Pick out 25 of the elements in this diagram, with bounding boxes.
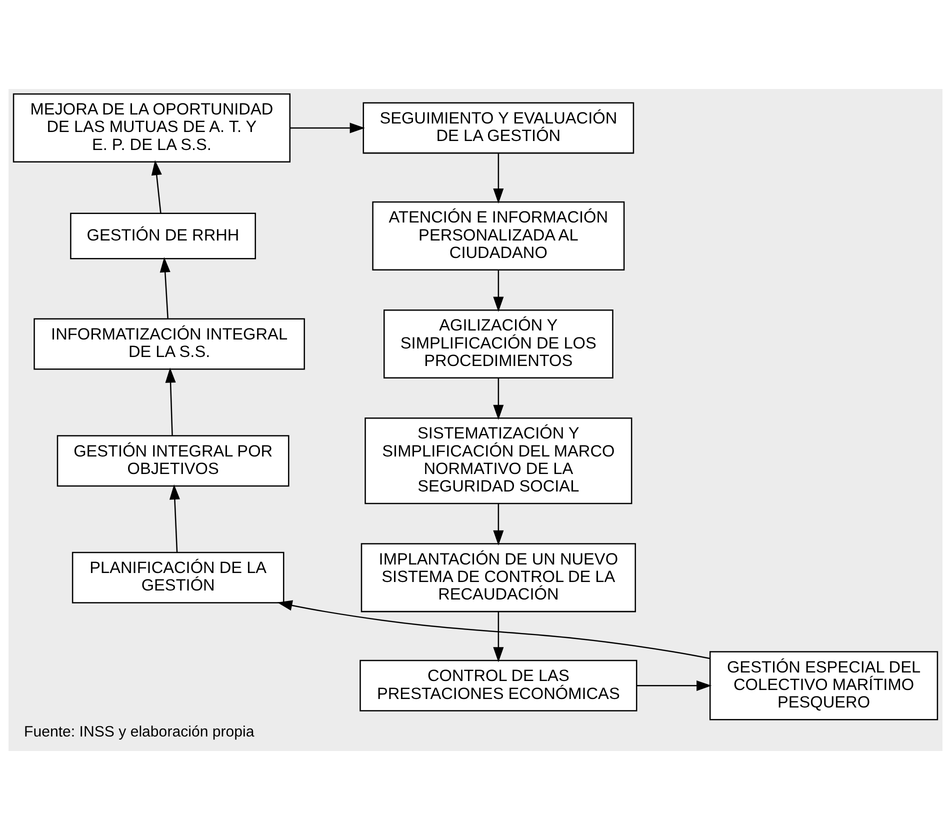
arrow [493,612,504,662]
arrow [493,504,504,546]
caption: Fuente: INSS y elaboración propia [24,724,254,741]
arrow [493,378,504,420]
node-box: ATENCIÓN E INFORMACIÓN PERSONALIZADA AL CIUDADANO [372,201,625,271]
node-box: GESTIÓN INTEGRAL POR OBJETIVOS [56,435,290,487]
node-box: GESTIÓN DE RRHH [70,212,256,260]
node-box: IMPLANTACIÓN DE UN NUEVO SISTEMA DE CONTROL DE LA RECAUDACIÓN [360,543,636,612]
arrow [160,257,170,319]
node-box: MEJORA DE LA OPORTUNIDAD DE LAS MUTUAS DE A. T. Y E. P. DE LA S.S. [12,93,291,162]
arrow [151,160,162,214]
arrow [277,600,710,660]
node-box: CONTROL DE LAS PRESTACIONES ECONÓMICAS [360,660,638,712]
node-box: SEGUIMIENTO Y EVALUACIÓN DE LA GESTIÓN [362,102,634,154]
arrow [169,484,180,552]
arrow [636,680,712,691]
node-box: SISTEMATIZACIÓN Y SIMPLIFICACIÓN DEL MARCO NORMATIVO DE LA SEGURIDAD SOCIAL [364,417,632,504]
node-box: PLANIFICACIÓN DE LA GESTIÓN [72,552,284,604]
arrow [165,368,176,436]
arrow [290,122,365,134]
node-box: INFORMATIZACIÓN INTEGRAL DE LA S.S. [34,318,305,370]
arrow [493,153,504,204]
node-box: AGILIZACIÓN Y SIMPLIFICACIÓN DE LOS PROCEDIMIENTOS [383,309,614,379]
node-box: GESTIÓN ESPECIAL DEL COLECTIVO MARÍTIMO PESQUERO [709,651,938,720]
arrow [493,270,504,312]
